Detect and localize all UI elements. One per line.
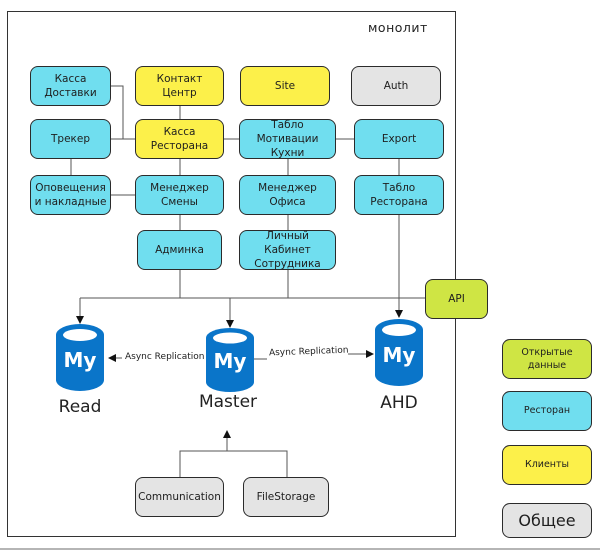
- db-read-label: Read: [58, 397, 102, 417]
- box-kassa-dostavki: Касса Доставки: [30, 66, 111, 106]
- line-comm-master: [179, 450, 288, 477]
- legend-common: Общее: [502, 503, 592, 538]
- legend-open-data: Открытые данные: [502, 339, 592, 379]
- db-ahd-icon: My: [375, 319, 423, 386]
- box-menedzher-smeny: Менеджер Смены: [135, 175, 224, 215]
- db-read-logo: My: [64, 348, 97, 372]
- legend-restaurant: Ресторан: [502, 391, 592, 431]
- box-tablo-motivacii: Табло Мотивации Кухни: [239, 119, 336, 159]
- db-ahd-label: AHD: [380, 393, 418, 413]
- db-read-icon: My: [56, 324, 104, 391]
- db-master-logo: My: [214, 349, 247, 373]
- line-kassa-dostavki: [111, 85, 135, 140]
- box-auth: Auth: [351, 66, 441, 106]
- db-master-icon: My: [206, 328, 254, 392]
- box-api: API: [425, 279, 488, 319]
- box-filestorage: FileStorage: [243, 477, 329, 517]
- legend-clients: Клиенты: [502, 445, 592, 485]
- box-site: Site: [240, 66, 330, 106]
- db-master-label: Master: [198, 392, 258, 412]
- monolith-title: монолит: [368, 20, 428, 35]
- box-kassa-restorana: Касса Ресторана: [135, 119, 224, 159]
- box-treker: Трекер: [30, 119, 111, 159]
- db-ahd-logo: My: [383, 343, 416, 367]
- replication-label-left: Async Replication: [125, 352, 205, 362]
- box-adminka: Админка: [137, 230, 222, 270]
- box-export: Export: [354, 119, 444, 159]
- bottom-divider: [0, 548, 600, 550]
- box-tablo-restorana: Табло Ресторана: [354, 175, 444, 215]
- box-opovescheniya: Оповещения и накладные: [30, 175, 111, 215]
- box-lichny-kabinet: Личный Кабинет Сотрудника: [239, 230, 336, 270]
- box-kontakt-centr: Контакт Центр: [135, 66, 224, 106]
- box-menedzher-ofisa: Менеджер Офиса: [239, 175, 336, 215]
- box-communication: Communication: [135, 477, 224, 517]
